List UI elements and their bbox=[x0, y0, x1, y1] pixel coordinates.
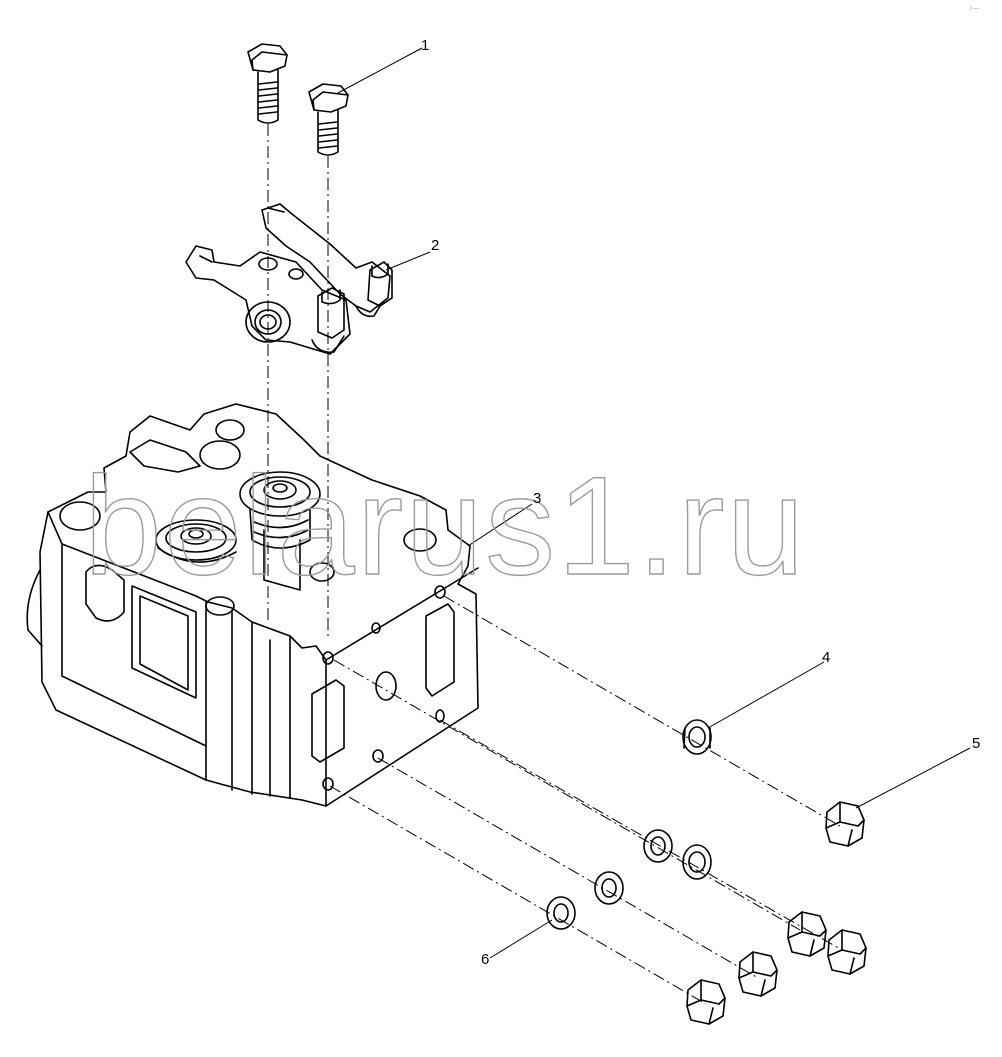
callout-5: 5 bbox=[972, 735, 980, 752]
callout-6: 6 bbox=[481, 951, 489, 968]
assembly-lines bbox=[267, 124, 843, 1005]
callout-2: 2 bbox=[431, 237, 439, 254]
corner-mark: r— bbox=[970, 5, 979, 12]
washer-6 bbox=[546, 896, 576, 930]
nut-mid-c bbox=[738, 951, 778, 997]
rocker-arm-assembly bbox=[185, 203, 393, 355]
bolt-left bbox=[247, 43, 288, 124]
washer-mid-c bbox=[594, 871, 624, 905]
washer-4 bbox=[682, 719, 712, 755]
callout-3: 3 bbox=[533, 490, 541, 507]
washer-mid-b bbox=[682, 844, 712, 880]
callout-4: 4 bbox=[822, 649, 830, 666]
washer-mid-a bbox=[643, 829, 673, 863]
nut-mid-b bbox=[827, 929, 867, 975]
cylinder-head bbox=[26, 403, 479, 807]
bolt-right bbox=[308, 83, 349, 156]
callout-1: 1 bbox=[421, 37, 429, 54]
nut-mid-a bbox=[787, 911, 827, 957]
leader-lines bbox=[335, 47, 971, 959]
nut-6 bbox=[686, 979, 726, 1025]
watermark-text: belarus1.ru bbox=[84, 447, 806, 604]
nut-5 bbox=[825, 801, 865, 847]
